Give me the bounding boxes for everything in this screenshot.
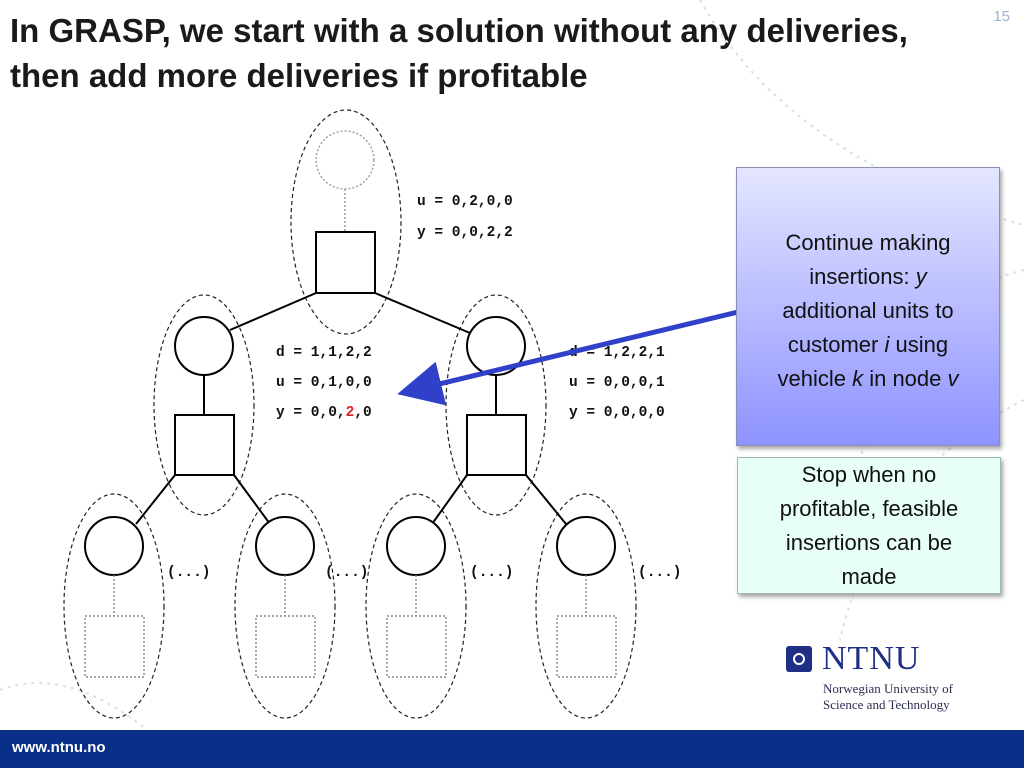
left-label-u: u = 0,1,0,0 [276, 375, 372, 391]
root-node-circle [315, 130, 375, 190]
edge-root-left [229, 292, 317, 331]
ellipsis-leaf-1: (...) [167, 565, 211, 581]
continue-line-5c: in node [863, 366, 948, 391]
left-label-y-prefix: y = 0,0, [276, 405, 346, 421]
right-label-u: u = 0,0,0,1 [569, 375, 665, 391]
continue-line-4c: using [889, 332, 949, 357]
group-ellipse-leaf-1 [63, 493, 165, 719]
ellipsis-leaf-3: (...) [470, 565, 514, 581]
continue-line-4a: customer [787, 332, 885, 357]
continue-insertions-callout: Continue making insertions: y additional… [736, 167, 1000, 446]
leaf-4-square [556, 615, 617, 678]
group-ellipse-leaf-4 [535, 493, 637, 719]
leaf-4-circle [556, 516, 616, 576]
continue-var-v: v [947, 366, 959, 391]
left-label-y-highlight: 2 [346, 405, 355, 421]
root-node-square [315, 231, 376, 294]
continue-line-5: vehicle k in node v [737, 362, 999, 396]
footer-url-link[interactable]: www.ntnu.no [12, 739, 106, 756]
edge-right-leaf-4 [525, 474, 567, 525]
continue-line-3: additional units to [782, 298, 954, 323]
stop-line-3: insertions can be [785, 530, 953, 555]
continue-var-i: i [884, 332, 890, 357]
continue-var-k: k [852, 366, 864, 391]
leaf-1-circle [84, 516, 144, 576]
group-ellipse-root [290, 109, 402, 335]
callout-arrow [397, 309, 739, 406]
edge-root-right [374, 292, 471, 334]
group-ellipse-left [153, 294, 255, 516]
stop-line-1: Stop when no [801, 462, 937, 487]
continue-var-y: y [915, 264, 927, 289]
right-node-square [466, 414, 527, 476]
footer-bar: www.ntnu.no [0, 730, 1024, 768]
search-tree-diagram: (...) (...) (...) (...) u = 0,2,0,0 y = … [0, 0, 1024, 730]
left-node-circle [174, 316, 234, 376]
right-label-y: y = 0,0,0,0 [569, 405, 665, 421]
stop-line-2: profitable, feasible [779, 496, 959, 521]
slide-title: In GRASP, we start with a solution witho… [10, 12, 908, 94]
group-ellipse-leaf-3 [365, 493, 467, 719]
leaf-3-circle [386, 516, 446, 576]
leaf-2-circle [255, 516, 315, 576]
ntnu-logo-line-1: Norwegian University of [823, 681, 953, 696]
ntnu-logo: NTNU Norwegian University of Science and… [786, 640, 1006, 720]
edge-left-leaf-1 [135, 474, 176, 525]
continue-line-2: insertions: y [737, 260, 999, 294]
continue-line-1: Continue making [785, 230, 951, 255]
leaf-2-square [255, 615, 316, 678]
group-ellipse-leaf-2 [234, 493, 336, 719]
ntnu-logo-line-2: Science and Technology [823, 697, 950, 712]
left-label-y: y = 0,0,2,0 [276, 405, 372, 421]
stop-condition-callout: Stop when no profitable, feasible insert… [737, 457, 1001, 594]
edge-right-leaf-3 [431, 474, 468, 525]
continue-line-5a: vehicle [777, 366, 853, 391]
ntnu-logo-word: NTNU [822, 640, 921, 677]
continue-line-4: customer i using [737, 328, 999, 362]
ntnu-logo-mark-icon [786, 646, 812, 672]
root-label-u: u = 0,2,0,0 [417, 194, 513, 210]
edge-left-leaf-2 [233, 474, 271, 525]
root-label-y: y = 0,0,2,2 [417, 225, 513, 241]
ntnu-logo-subtitle: Norwegian University of Science and Tech… [823, 681, 1013, 713]
leaf-3-square [386, 615, 447, 678]
ellipsis-leaf-4: (...) [638, 565, 682, 581]
stop-line-4: made [841, 564, 897, 589]
leaf-1-square [84, 615, 145, 678]
continue-line-2a: insertions: [809, 264, 916, 289]
left-label-y-suffix: ,0 [354, 405, 371, 421]
left-label-d: d = 1,1,2,2 [276, 345, 372, 361]
ellipsis-leaf-2: (...) [325, 565, 369, 581]
slide-number: 15 [993, 8, 1010, 25]
left-node-square [174, 414, 235, 476]
